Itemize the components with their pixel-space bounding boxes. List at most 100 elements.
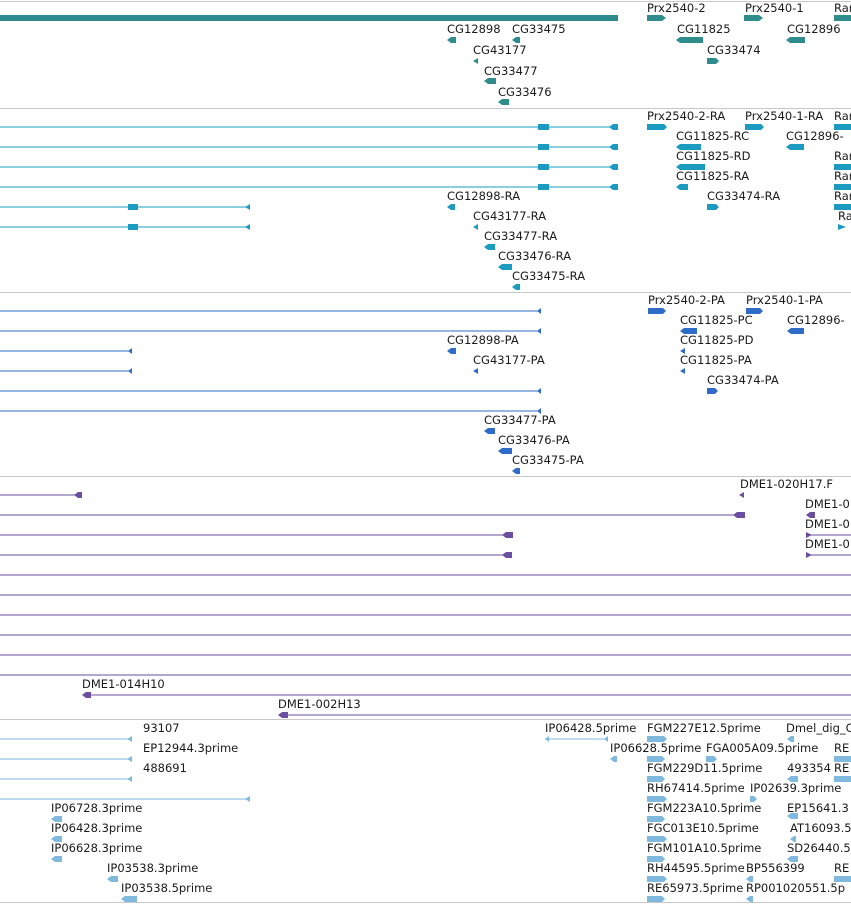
est-glyph[interactable] — [787, 776, 798, 782]
est-glyph[interactable] — [107, 876, 118, 882]
protein-glyph[interactable] — [707, 388, 718, 394]
est-glyph[interactable] — [127, 736, 132, 742]
transcript-label[interactable]: CG33476-RA — [498, 249, 572, 263]
exon-block[interactable] — [128, 224, 138, 230]
gene-label[interactable]: CG11825 — [677, 22, 731, 36]
est-glyph[interactable] — [121, 896, 137, 902]
transcript-label[interactable]: CG11825-RD — [676, 149, 751, 163]
est-label[interactable]: RE65973.5prime — [647, 881, 744, 895]
exon-block[interactable] — [834, 124, 851, 130]
exon-block[interactable] — [609, 164, 618, 170]
clone-label[interactable]: DME1-0 — [805, 497, 850, 511]
est-glyph[interactable] — [746, 896, 753, 902]
transcript-label[interactable]: Prx2540-1-RA — [745, 109, 824, 123]
protein-glyph[interactable] — [537, 308, 541, 314]
est-label[interactable]: FGA005A09.5prime — [706, 741, 819, 755]
protein-glyph[interactable] — [473, 368, 478, 374]
clone-glyph[interactable] — [502, 532, 513, 538]
est-glyph[interactable] — [746, 876, 753, 882]
clone-label[interactable]: DME1-0 — [805, 537, 850, 551]
exon-block[interactable] — [676, 144, 701, 150]
transcript-label[interactable]: CG43177-RA — [473, 209, 547, 223]
est-label[interactable]: RE — [834, 761, 850, 775]
protein-glyph[interactable] — [746, 308, 763, 314]
est-glyph[interactable] — [647, 876, 667, 882]
protein-glyph[interactable] — [680, 368, 685, 374]
transcript-label[interactable]: CG12898-RA — [447, 189, 521, 203]
est-glyph[interactable] — [787, 856, 798, 862]
exon-block[interactable] — [834, 204, 851, 210]
est-label[interactable]: IP02639.3prime — [750, 781, 842, 795]
gene-label[interactable]: CG12898 — [447, 22, 501, 36]
est-glyph[interactable] — [51, 816, 62, 822]
est-glyph[interactable] — [706, 756, 717, 762]
protein-label[interactable]: CG11825-PA — [680, 353, 752, 367]
clone-glyph[interactable] — [806, 532, 812, 538]
gene-glyph[interactable] — [744, 15, 763, 21]
est-glyph[interactable] — [834, 756, 851, 762]
gene-label[interactable]: CG33477 — [484, 64, 538, 78]
est-label[interactable]: RE — [834, 741, 850, 755]
gene-label[interactable]: CG33476 — [498, 85, 552, 99]
exon-block[interactable] — [707, 204, 719, 210]
gene-glyph[interactable] — [498, 99, 509, 105]
est-label[interactable]: Dmel_dig_C — [786, 721, 851, 735]
exon-block[interactable] — [834, 164, 851, 170]
est-label[interactable]: BP556399 — [746, 861, 805, 875]
transcript-label[interactable]: Ran — [834, 189, 851, 203]
est-glyph[interactable] — [51, 856, 62, 862]
protein-glyph[interactable] — [680, 328, 697, 334]
est-label[interactable]: 488691 — [143, 761, 187, 775]
est-glyph[interactable] — [787, 813, 798, 819]
exon-block[interactable] — [245, 224, 250, 230]
exon-block[interactable] — [245, 204, 250, 210]
clone-glyph[interactable] — [739, 492, 744, 498]
protein-glyph[interactable] — [537, 408, 541, 414]
exon-block[interactable] — [647, 124, 667, 130]
est-glyph[interactable] — [834, 876, 851, 882]
gene-glyph[interactable] — [786, 37, 805, 43]
gene-label[interactable]: Prx2540-2 — [647, 1, 706, 15]
clone-glyph[interactable] — [82, 692, 91, 698]
est-glyph[interactable] — [647, 816, 665, 822]
gene-glyph[interactable] — [676, 37, 703, 43]
exon-block[interactable] — [676, 164, 705, 170]
est-glyph[interactable] — [545, 736, 549, 742]
transcript-label[interactable]: Ran — [834, 169, 851, 183]
est-glyph[interactable] — [245, 796, 250, 802]
gene-label[interactable]: CG33474 — [707, 43, 761, 57]
protein-glyph[interactable] — [484, 428, 495, 434]
exon-block[interactable] — [786, 144, 804, 150]
est-label[interactable]: IP06428.3prime — [51, 821, 143, 835]
exon-block[interactable] — [447, 204, 455, 210]
gene-label[interactable]: CG12896 — [787, 22, 841, 36]
est-label[interactable]: IP03538.5prime — [121, 881, 213, 895]
transcript-label[interactable]: Ra — [838, 209, 851, 223]
est-label[interactable]: FGC013E10.5prime — [647, 821, 759, 835]
est-label[interactable]: RP001020551.5p — [746, 881, 846, 895]
gene-label[interactable]: Ran — [834, 1, 851, 15]
gene-label[interactable]: CG33475 — [512, 22, 566, 36]
est-label[interactable]: IP06628.5prime — [610, 741, 702, 755]
protein-glyph[interactable] — [512, 468, 520, 474]
est-label[interactable]: RE — [834, 861, 850, 875]
est-glyph[interactable] — [787, 736, 794, 742]
clone-label[interactable]: DME1-002H13 — [278, 697, 361, 711]
est-glyph[interactable] — [127, 776, 132, 782]
protein-label[interactable]: CG33474-PA — [707, 373, 779, 387]
est-glyph[interactable] — [647, 796, 667, 802]
protein-label[interactable]: CG12896- — [787, 313, 845, 327]
exon-block[interactable] — [609, 144, 618, 150]
protein-glyph[interactable] — [128, 348, 132, 354]
exon-block[interactable] — [498, 264, 512, 270]
gene-glyph[interactable] — [0, 15, 618, 21]
est-glyph[interactable] — [647, 776, 665, 782]
est-label[interactable]: 93107 — [143, 721, 180, 735]
protein-label[interactable]: CG33475-PA — [512, 453, 584, 467]
protein-glyph[interactable] — [537, 328, 541, 334]
gene-glyph[interactable] — [447, 37, 456, 43]
est-label[interactable]: IP06428.5prime — [545, 721, 637, 735]
est-glyph[interactable] — [647, 736, 667, 742]
gene-label[interactable]: CG43177 — [473, 43, 527, 57]
exon-block[interactable] — [128, 204, 138, 210]
